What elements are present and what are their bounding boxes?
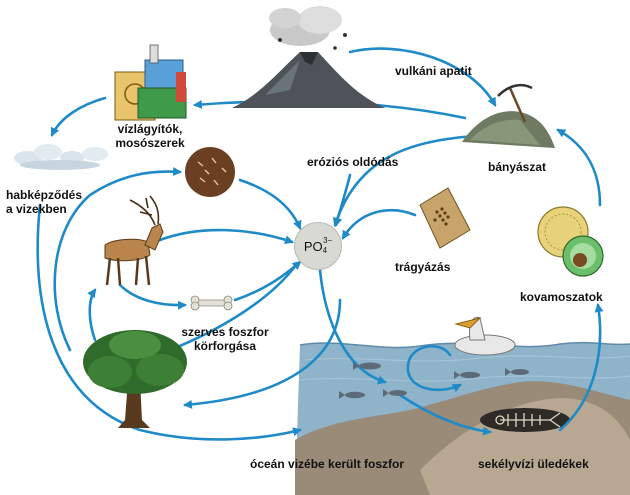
arrow-deer-to-bone (118, 283, 187, 310)
label-volcanic-apatite: vulkáni apatit (395, 64, 472, 78)
label-sediments: sekélyvízi üledékek (478, 457, 589, 471)
arrow-mine-to-po4 (332, 133, 487, 227)
label-organic-phosphorus: szerves foszfor körforgása (170, 325, 280, 353)
fertilizer-sack-icon (419, 187, 471, 249)
arrow-erosion-to-po4 (333, 173, 352, 227)
arrow-volcano-to-mine (348, 47, 497, 107)
deer-icon (104, 195, 164, 286)
phosphate-subscript: 4 (322, 245, 328, 255)
label-diatoms: kovamoszatok (520, 290, 603, 304)
label-ocean-phosphorus: óceán vizébe került foszfor (250, 457, 405, 471)
arrow-ocean-return (183, 298, 342, 409)
label-erosion: eróziós oldódás (307, 155, 399, 169)
arrow-tree-to-ocean (36, 203, 302, 441)
detergent-boxes-icon (114, 44, 187, 121)
phosphate-superscript: 3− (323, 235, 333, 245)
arrow-fertilizer-to-po4 (341, 208, 417, 240)
label-detergents-line2: mosószerek (115, 136, 185, 150)
arrow-tree-to-deer (87, 288, 97, 342)
label-detergents: vízlágyítók, mosószerek (100, 122, 200, 150)
arrow-spiral-water (406, 345, 462, 393)
label-mining: bányászat (488, 160, 547, 174)
fish-icon (339, 362, 529, 399)
phosphate-formula: PO (303, 238, 323, 254)
mine-pile-icon (462, 84, 555, 148)
label-foam: habképződés a vizekben (6, 188, 82, 216)
arrow-soil-up-left (53, 167, 182, 352)
arrow-sediments-to-diatoms (558, 303, 604, 432)
tree-icon (83, 330, 187, 428)
foam-cloud-icon (14, 144, 108, 170)
bone-icon (190, 295, 233, 311)
arrow-po4-to-ocean (318, 268, 387, 385)
pelican-icon (454, 316, 516, 356)
arrow-soil-to-po4 (238, 178, 302, 230)
arrow-po4-to-tree (168, 263, 298, 352)
label-foam-line2: a vizekben (6, 202, 67, 216)
label-foam-line1: habképződés (6, 188, 83, 202)
soil-disc-icon (185, 147, 235, 197)
label-organic-line2: körforgása (193, 339, 257, 353)
volcano-icon (232, 6, 385, 108)
sediment-seabed (295, 381, 630, 495)
arrow-diatoms-to-mine (556, 128, 602, 207)
arrow-detergents-to-foam (50, 96, 107, 137)
arrow-to-sediments (398, 393, 492, 436)
label-fertilizing: trágyázás (395, 260, 451, 274)
fish-fossil-icon (495, 412, 561, 428)
label-organic-line1: szerves foszfor (181, 325, 269, 339)
diatom-icon (537, 206, 604, 277)
arrow-deer-to-po4 (158, 228, 294, 245)
label-detergents-line1: vízlágyítók, (117, 122, 183, 136)
